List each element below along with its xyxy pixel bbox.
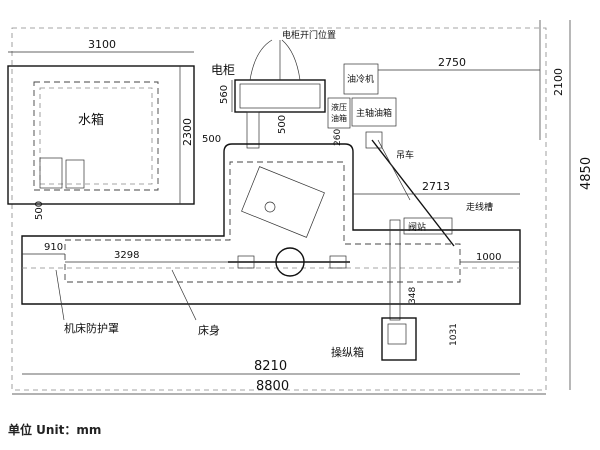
water-tank-label: 水箱 [78,112,104,128]
crane-line [377,139,411,201]
hydraulic-tank-label-2: 油箱 [331,113,347,123]
hydraulic-tank-label-1: 液压 [331,102,347,112]
bed-leader [171,269,197,321]
dim-8210: 8210 [254,359,287,374]
dim-2300: 2300 [181,118,194,146]
control-box [381,317,417,361]
valve-station [403,217,453,235]
dim-500-vertical: 500 [277,115,288,134]
door-swing [249,39,301,81]
axle-wheel [275,247,305,277]
dim-260: 260 [333,129,343,146]
electric-cabinet-inner [239,83,321,109]
dim-500-left: 500 [34,201,45,220]
axle-right [329,255,347,269]
rotary-table [241,166,325,238]
water-tank-outline [7,65,195,205]
pump-1 [39,157,63,189]
spindle-head [264,201,276,213]
electric-cabinet [234,79,326,113]
bed-inner-dashed [64,161,461,283]
dim-500-top: 500 [202,134,221,145]
spindle-oil-tank-label: 主轴油箱 [356,107,392,119]
travel-slot-label: 走线槽 [466,201,493,213]
oil-cooler-label: 油冷机 [347,73,374,85]
dim-2100: 2100 [552,68,565,96]
water-tank-inner2 [39,87,153,185]
dim-4850: 4850 [579,157,594,190]
cabinet-column [246,111,260,149]
electric-cabinet-label: 电柜 [211,63,235,77]
dim-910: 910 [44,242,63,253]
spindle-oil-tank [351,97,397,127]
crane-label: 吊车 [396,149,414,161]
guard-leader [55,269,65,321]
bed-label: 床身 [198,323,220,337]
hydraulic-tank [327,97,351,129]
valve-station-label: 阀站 [408,221,426,233]
dim-3100: 3100 [88,38,116,51]
unit-label: 单位 Unit：mm [8,423,102,437]
water-tank-inner [33,81,159,191]
control-box-label: 操纵箱 [331,345,364,359]
dim-1031: 1031 [449,323,459,346]
guard-label: 机床防护罩 [64,321,119,335]
dim-348: 348 [408,287,418,304]
control-box-panel [387,323,407,345]
dim-2713: 2713 [422,180,450,193]
dim-1000: 1000 [476,252,501,263]
dim-2750: 2750 [438,56,466,69]
dim-3298: 3298 [114,250,139,261]
cabinet-door-label: 电柜开门位置 [282,29,336,41]
bed-outline [21,143,521,305]
axle-left [237,255,255,269]
crane-arm [371,139,455,247]
outer-boundary [11,27,547,391]
oil-cooler [343,63,379,95]
crane-base [365,131,383,149]
cable-column [389,219,401,321]
dim-560: 560 [219,85,230,104]
dim-8800: 8800 [256,379,289,394]
pump-2 [65,159,85,189]
